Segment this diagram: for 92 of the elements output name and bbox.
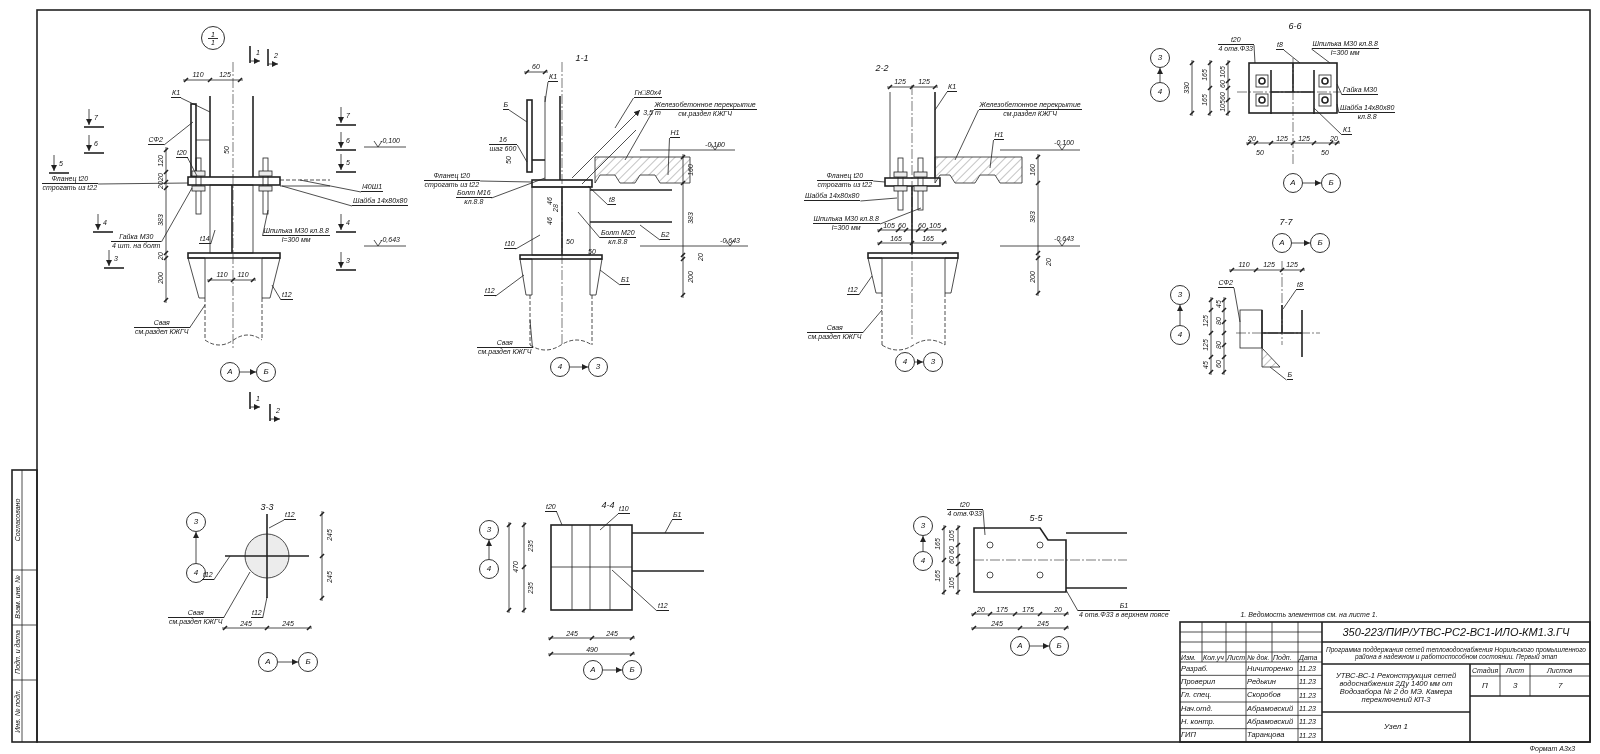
axis-marker: А: [1272, 233, 1292, 253]
leader-line: [872, 180, 886, 183]
title-block-text: Узел 1: [1384, 723, 1409, 731]
leader-line: [934, 91, 948, 111]
title-block-text: 3: [1513, 682, 1518, 690]
leader-line: [544, 81, 549, 103]
leader-line: [587, 185, 609, 206]
leader-line: [1336, 103, 1340, 114]
leader-line: [611, 569, 658, 612]
leader-line: [860, 197, 898, 202]
axis-marker: 3: [923, 352, 943, 372]
leader-line: [1282, 289, 1297, 310]
plan-section-drawing: [1189, 57, 1341, 166]
title-block-text: П: [1482, 682, 1488, 690]
axis-marker: Б: [298, 652, 318, 672]
section-title: 6-6: [1288, 21, 1302, 31]
leader-line: [1253, 44, 1256, 64]
section-title: 7-7: [1279, 217, 1293, 227]
axis-marker: А: [583, 660, 603, 680]
axis-marker: 4: [1150, 82, 1170, 102]
leader-line: [189, 304, 206, 329]
leader-line: [862, 309, 883, 334]
axis-marker: 4: [479, 559, 499, 579]
leader-line: [639, 224, 661, 241]
plan-section-drawing: [1208, 260, 1321, 376]
leader-line: [982, 509, 986, 536]
pile-section-drawing: [221, 510, 325, 631]
axis-marker: 4: [895, 352, 915, 372]
leader-line: [213, 555, 231, 581]
leader-line: [97, 182, 189, 185]
axis-marker: 4: [550, 357, 570, 377]
axis-marker: 3: [588, 357, 608, 377]
axis-marker: Б: [1310, 233, 1330, 253]
leader-line: [210, 229, 216, 245]
axis-marker: 3: [1170, 285, 1190, 305]
axis-marker: А: [1010, 636, 1030, 656]
leader-line: [281, 185, 353, 207]
leader-line: [954, 109, 979, 161]
leader-line: [223, 571, 251, 619]
axis-marker: 3: [186, 512, 206, 532]
leader-line: [614, 97, 634, 129]
leader-line: [491, 177, 546, 199]
axis-arrow: [914, 359, 924, 365]
section-title: 4-4: [601, 500, 615, 510]
leader-line: [161, 187, 193, 243]
axis-marker: 3: [913, 516, 933, 536]
leader-line: [516, 144, 528, 163]
leader-line: [858, 275, 873, 296]
leader-line: [624, 109, 654, 161]
leader-line: [515, 234, 541, 250]
axis-marker: 3: [1150, 48, 1170, 68]
axis-marker: А: [1283, 173, 1303, 193]
axis-marker: Б: [1321, 173, 1341, 193]
leader-line: [667, 137, 670, 176]
axis-marker: А: [258, 652, 278, 672]
leader-line: [508, 109, 528, 123]
leader-line: [556, 511, 563, 526]
leader-line: [989, 139, 994, 169]
axis-marker: 3: [479, 520, 499, 540]
leader-line: [262, 209, 269, 237]
leader-line: [180, 97, 211, 113]
leader-line: [262, 596, 268, 619]
leader-line: [1233, 287, 1241, 323]
leader-line: [1269, 366, 1287, 381]
leader-line: [1065, 589, 1079, 612]
title-block-text: 350-223/ПИР/УТВС-РС2-ВС1-ИЛО-КМ1.3.ГЧ: [1342, 626, 1570, 638]
leader-line: [1283, 49, 1301, 64]
leader-line: [479, 180, 533, 183]
axis-marker: 4: [1170, 325, 1190, 345]
leader-line: [187, 157, 198, 177]
leader-line: [577, 211, 601, 239]
axis-marker: 4: [913, 551, 933, 571]
leader-line: [299, 179, 362, 193]
axis-marker: Б: [256, 362, 276, 382]
leader-line: [268, 519, 285, 529]
plan-section-drawing: [506, 521, 705, 657]
leader-line: [1336, 83, 1343, 96]
title-block-text: 7: [1558, 682, 1563, 690]
leader-line: [495, 274, 525, 297]
axis-marker: А: [220, 362, 240, 382]
leader-line: [1313, 107, 1343, 136]
section-title: 2-2: [875, 63, 889, 73]
leader-line: [599, 513, 619, 531]
leader-line: [664, 519, 673, 534]
leader-line: [599, 269, 621, 286]
leader-line: [879, 207, 922, 225]
leader-line: [163, 121, 194, 146]
axis-marker: Б: [1049, 636, 1069, 656]
leader-line: [271, 284, 282, 301]
leader-line: [529, 319, 533, 349]
leader-line: [1311, 48, 1331, 64]
axis-marker: Б: [622, 660, 642, 680]
